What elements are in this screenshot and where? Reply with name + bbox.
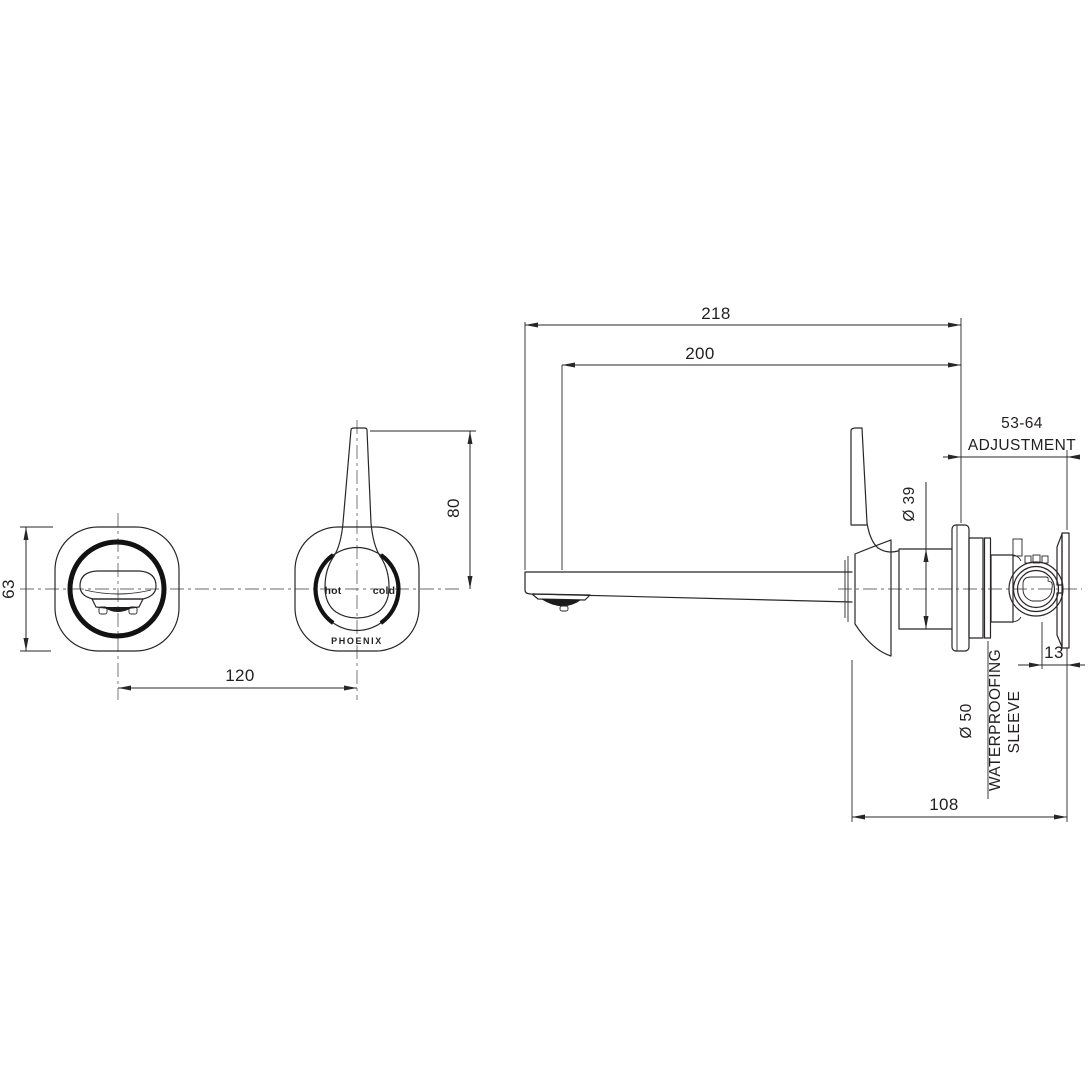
sleeve-label-line2: SLEEVE — [1006, 691, 1023, 754]
spout-wall-plate — [54, 526, 180, 652]
handle-side-view — [850, 427, 899, 553]
dimension-adjustment: 53-64 ADJUSTMENT — [943, 415, 1080, 460]
spout-aerator-side — [541, 599, 581, 607]
hot-label: hot — [325, 585, 342, 597]
spout-side-view — [524, 571, 853, 612]
mixer-wall-plate — [294, 526, 420, 652]
valve-body — [990, 538, 1064, 623]
dimension-80: 80 — [444, 431, 473, 589]
escutcheon-side-view — [844, 539, 892, 657]
dim-80-text: 80 — [444, 498, 463, 518]
dim-200-text: 200 — [685, 344, 715, 363]
wall-flange — [951, 524, 984, 652]
dim-108-text: 108 — [929, 795, 959, 814]
mixer-plate-front-view: hot cold PHOENIX — [294, 427, 420, 652]
spout-trim-ring — [67, 539, 167, 639]
dim-218-text: 218 — [701, 304, 731, 323]
dimension-120: 120 — [118, 666, 357, 691]
sleeve-label-line1: WATERPROOFING — [987, 649, 1004, 791]
dim-diameter-39-text: Ø 39 — [901, 486, 918, 521]
cartridge-port — [1022, 576, 1053, 602]
dim-63-text: 63 — [0, 579, 18, 599]
dimension-108: 108 — [852, 795, 1067, 820]
dim-13-text: 13 — [1044, 643, 1064, 662]
cold-label: cold — [373, 585, 395, 597]
spout-aerator-front — [103, 607, 133, 612]
mixer-handle-front — [324, 427, 390, 619]
extension-lines — [20, 318, 1068, 822]
dim-120-text: 120 — [225, 666, 255, 685]
dimension-200: 200 — [562, 344, 961, 368]
dimension-diameter-39: Ø 39 — [901, 482, 929, 629]
dimension-sleeve: Ø 50 WATERPROOFING SLEEVE — [958, 649, 1023, 791]
mounting-bracket — [1056, 532, 1070, 649]
brand-label: PHOENIX — [331, 636, 383, 646]
spout-outlet-face — [79, 570, 157, 600]
spout-plate-front-view — [54, 526, 180, 652]
dim-adjustment-range-text: 53-64 — [1001, 415, 1043, 432]
side-view — [524, 427, 1070, 657]
dimension-13: 13 — [1018, 643, 1085, 668]
waterproofing-sleeve — [983, 537, 992, 639]
centerlines — [20, 420, 1082, 700]
dim-diameter-50-text: Ø 50 — [958, 703, 975, 738]
dimension-63: 63 — [0, 527, 29, 651]
dimension-218: 218 — [525, 304, 961, 328]
dim-adjustment-label-text: ADJUSTMENT — [968, 437, 1076, 454]
